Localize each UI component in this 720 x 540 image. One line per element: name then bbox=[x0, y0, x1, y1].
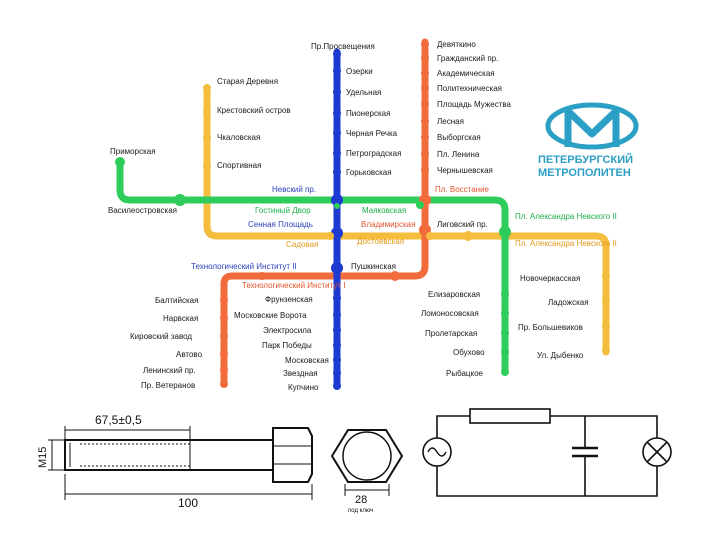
station-label: Пр. Ветеранов bbox=[141, 381, 195, 390]
circuit-diagram bbox=[422, 408, 672, 497]
station-label: Черная Речка bbox=[346, 129, 398, 138]
station-label: Обухово bbox=[453, 348, 485, 357]
orange-line-track bbox=[203, 84, 610, 356]
station-label: Московские Ворота bbox=[234, 311, 307, 320]
station-label: Московская bbox=[285, 356, 329, 365]
station-label: Елизаровская bbox=[428, 290, 480, 299]
station-label: Пл. Александра Невского II bbox=[515, 212, 617, 221]
station-label: Звездная bbox=[283, 369, 318, 378]
station-label: Пл. Ленина bbox=[437, 150, 480, 159]
station-label: Крестовский остров bbox=[217, 106, 291, 115]
logo-text-line1: ПЕТЕРБУРГСКИЙ bbox=[538, 153, 633, 166]
station-label: Ломоносовская bbox=[421, 309, 479, 318]
station-label: Кировский завод bbox=[130, 332, 192, 341]
station-label: Удельная bbox=[346, 88, 381, 97]
orange-labels: Старая Деревня Крестовский остров Чкалов… bbox=[217, 77, 617, 360]
bolt-thread-size: М15 bbox=[37, 447, 49, 468]
station-label: Площадь Мужества bbox=[437, 100, 512, 109]
station-label: Новочеркасская bbox=[520, 274, 580, 283]
station-label: Старая Деревня bbox=[217, 77, 278, 86]
station-label: Ул. Дыбенко bbox=[537, 351, 584, 360]
green-line-track bbox=[116, 158, 509, 376]
station-label: Лиговский пр. bbox=[437, 220, 488, 229]
station-label: Гостиный Двор bbox=[255, 206, 311, 215]
station-label: Пл. Александра Невского II bbox=[515, 239, 617, 248]
station-label: Приморская bbox=[110, 147, 156, 156]
station-label: Невский пр. bbox=[272, 185, 316, 194]
hex-note-label: под ключ bbox=[348, 508, 373, 514]
station-label: Пушкинская bbox=[351, 262, 396, 271]
station-label: Гражданский пр. bbox=[437, 54, 498, 63]
station-label: Спортивная bbox=[217, 161, 261, 170]
metro-m-icon bbox=[545, 102, 639, 150]
metro-logo: ПЕТЕРБУРГСКИЙ МЕТРОПОЛИТЕН bbox=[538, 102, 639, 179]
station-label: Василеостровская bbox=[108, 206, 177, 215]
station-label: Рыбацкое bbox=[446, 369, 484, 378]
green-labels: Приморская Василеостровская Гостиный Дво… bbox=[108, 147, 617, 378]
station-label: Горьковская bbox=[346, 168, 392, 177]
station-label: Политехническая bbox=[437, 84, 502, 93]
station-label: Технологический Институт I bbox=[242, 281, 345, 290]
station-label: Чернышевская bbox=[437, 166, 493, 175]
capacitor-symbol bbox=[572, 416, 598, 496]
station-label: Озерки bbox=[346, 67, 373, 76]
station-label: Балтийская bbox=[155, 296, 198, 305]
red-labels: Девяткино Гражданский пр. Академическая … bbox=[130, 40, 512, 390]
station-label: Купчино bbox=[288, 383, 319, 392]
station-label: Владимирская bbox=[361, 220, 415, 229]
bolt-drawing bbox=[48, 426, 313, 500]
station-label: Технологический Институт II bbox=[191, 262, 297, 271]
resistor-symbol bbox=[469, 408, 551, 424]
station-label: Ладожская bbox=[548, 298, 589, 307]
station-label: Девяткино bbox=[437, 40, 476, 49]
station-label: Петроградская bbox=[346, 149, 401, 158]
station-label: Садовая bbox=[286, 240, 318, 249]
station-label: Чкаловская bbox=[217, 133, 260, 142]
station-label: Академическая bbox=[437, 69, 495, 78]
station-label: Пл. Восстание bbox=[435, 185, 490, 194]
station-label: Лесная bbox=[437, 117, 464, 126]
blue-stations bbox=[331, 50, 343, 390]
station-label: Сенная Площадь bbox=[248, 220, 313, 229]
station-label: Пр.Просвещения bbox=[311, 42, 375, 51]
station-label: Пр. Большевиков bbox=[518, 323, 583, 332]
station-label: Выборгская bbox=[437, 133, 481, 142]
station-label: Нарвская bbox=[163, 314, 198, 323]
station-label: Пионерская bbox=[346, 109, 390, 118]
red-line-track bbox=[220, 38, 429, 388]
station-label: Фрунзенская bbox=[265, 295, 313, 304]
station-label: Электросила bbox=[263, 326, 312, 335]
station-label: Парк Победы bbox=[262, 341, 312, 350]
station-label: Ленинский пр. bbox=[143, 366, 196, 375]
station-label: Пролетарская bbox=[425, 329, 477, 338]
hex-nut-view bbox=[330, 429, 404, 496]
blue-labels: Пр.Просвещения Озерки Удельная Пионерска… bbox=[191, 42, 401, 392]
green-stations bbox=[115, 157, 511, 376]
station-label: Автово bbox=[176, 350, 203, 359]
bolt-length-tolerance: 67,5±0,5 bbox=[95, 413, 142, 427]
logo-text-line2: МЕТРОПОЛИТЕН bbox=[538, 167, 631, 179]
station-label: Достоевская bbox=[357, 237, 404, 246]
station-label: Маяковская bbox=[362, 206, 406, 215]
orange-stations bbox=[203, 84, 610, 354]
hex-size-label: 28 bbox=[355, 494, 367, 506]
bolt-total-length: 100 bbox=[178, 496, 198, 510]
